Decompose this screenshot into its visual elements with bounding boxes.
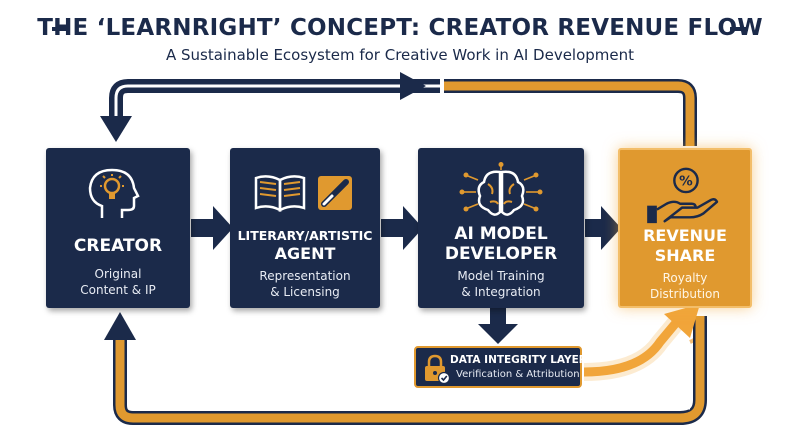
- ai-brain-icon: [459, 162, 543, 216]
- revenue-heading-line1: REVENUE: [643, 226, 727, 245]
- arrow-creator-to-agent: [191, 206, 233, 250]
- page-title: THE ‘LEARNRIGHT’ CONCEPT: CREATOR REVENU…: [37, 15, 763, 41]
- head-lightbulb-icon: [88, 168, 140, 218]
- developer-heading-line1: AI MODEL: [454, 224, 548, 244]
- agent-heading-line1: LITERARY/ARTISTIC: [237, 228, 373, 243]
- integrity-to-revenue-arrow: [583, 304, 700, 381]
- developer-node: AI MODEL DEVELOPER Model Training & Inte…: [418, 148, 584, 308]
- revenue-heading-line2: SHARE: [654, 246, 716, 265]
- integrity-title: DATA INTEGRITY LAYER: [450, 354, 587, 366]
- integrity-subtitle: Verification & Attribution: [456, 369, 580, 380]
- agent-desc-line2: & Licensing: [270, 285, 340, 299]
- revenue-desc-line2: Distribution: [649, 287, 720, 301]
- creator-desc-line2: Content & IP: [80, 283, 156, 297]
- arrow-agent-to-developer: [381, 206, 423, 250]
- svg-text:%: %: [679, 173, 693, 189]
- lock-check-icon: [425, 354, 450, 384]
- agent-node: LITERARY/ARTISTIC AGENT Representation &…: [230, 148, 380, 308]
- revenue-share-node: % REVENUE SHARE Royalty Distribution: [618, 148, 752, 308]
- arrow-developer-to-revenue: [585, 206, 621, 250]
- top-return-arrow: [100, 72, 697, 146]
- developer-heading-line2: DEVELOPER: [444, 244, 558, 264]
- arrow-developer-to-integrity: [478, 308, 518, 344]
- creator-heading: CREATOR: [73, 236, 163, 256]
- data-integrity-layer: DATA INTEGRITY LAYER Verification & Attr…: [414, 346, 587, 388]
- agent-desc-line1: Representation: [259, 269, 351, 283]
- agent-heading-line2: AGENT: [274, 244, 336, 263]
- developer-desc-line2: & Integration: [461, 285, 541, 299]
- developer-desc-line1: Model Training: [457, 269, 545, 283]
- page-subtitle: A Sustainable Ecosystem for Creative Wor…: [165, 46, 635, 64]
- bottom-return-arrow: [104, 312, 707, 425]
- creator-desc-line1: Original: [94, 267, 142, 281]
- hand-percent-icon: %: [647, 167, 719, 224]
- book-and-brush-icon: [254, 175, 352, 213]
- creator-node: CREATOR Original Content & IP: [46, 148, 190, 308]
- revenue-desc-line1: Royalty: [662, 271, 708, 285]
- title-bar: THE ‘LEARNRIGHT’ CONCEPT: CREATOR REVENU…: [37, 10, 762, 46]
